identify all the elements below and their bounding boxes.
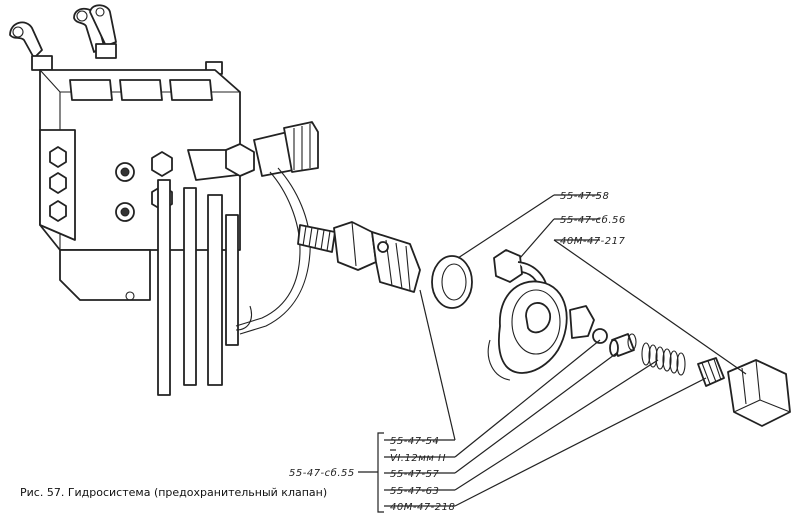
- safety-valve-parts: [297, 221, 791, 427]
- label-bottom-1: 55-47-54: [390, 436, 439, 447]
- label-bottom-2: VI.12мм Н: [390, 453, 446, 464]
- part-valve-housing: [487, 249, 595, 381]
- label-top-3: 40М-47-217: [560, 236, 626, 247]
- part-adjusting-screw: [697, 357, 725, 387]
- label-bottom-3: 55-47-57: [390, 469, 440, 480]
- label-top-2: 55-47-сб.56: [560, 214, 626, 226]
- label-bottom-4: 55-47-63: [390, 486, 439, 497]
- part-cap-nut: [727, 359, 791, 427]
- part-union-bolt: [297, 221, 421, 293]
- part-plunger: [609, 333, 637, 357]
- label-top-1: 55-47-58: [560, 191, 609, 202]
- group-label: 55-47-сб.55: [289, 467, 355, 479]
- part-spring: [641, 342, 686, 376]
- distributor-assembly: [9, 4, 319, 396]
- part-ball: [592, 328, 608, 344]
- label-bottom-5: 40М-47-218: [390, 502, 455, 513]
- leader-lines: [358, 194, 747, 513]
- figure-caption: Рис. 57. Гидросистема (предохранительный…: [20, 486, 327, 499]
- part-sealing-ring: [431, 255, 473, 309]
